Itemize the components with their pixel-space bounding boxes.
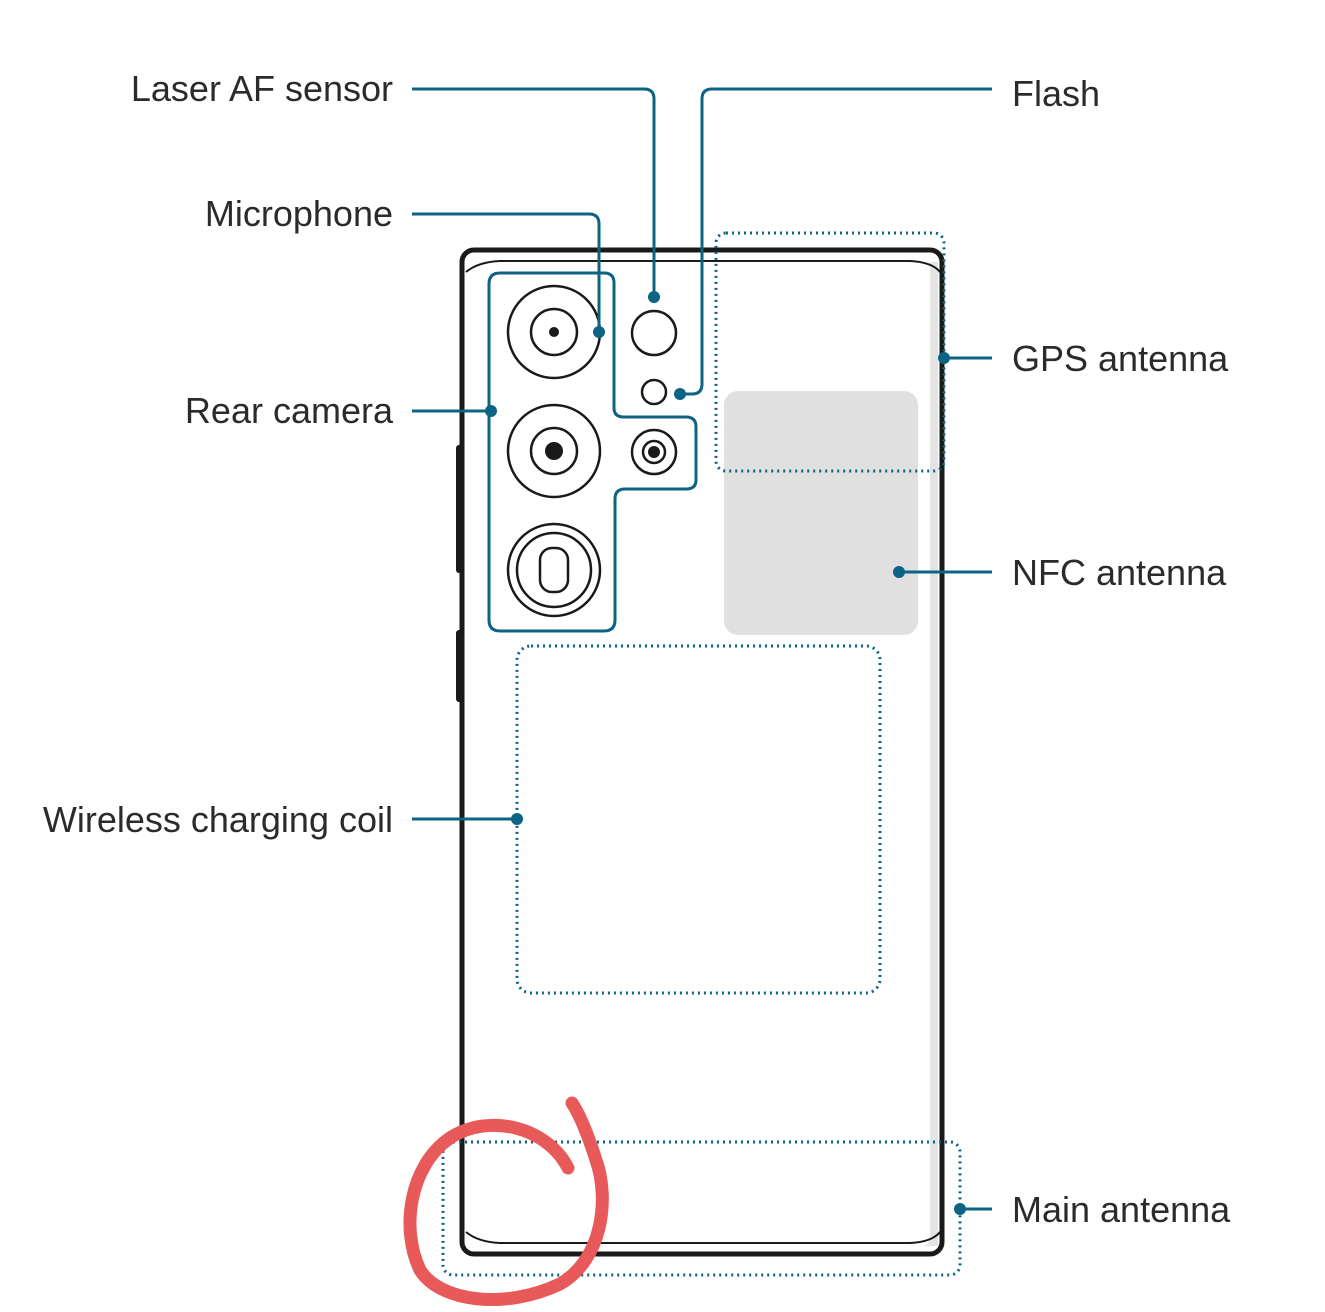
lens-periscope bbox=[506, 522, 602, 618]
label-laser-af-sensor: Laser AF sensor bbox=[131, 68, 393, 109]
camera-module-outline bbox=[487, 271, 698, 633]
leader-dots bbox=[485, 291, 966, 1215]
wireless-charging-coil-area bbox=[515, 644, 882, 995]
dot-nfc-antenna bbox=[893, 566, 905, 578]
dot-flash bbox=[674, 388, 686, 400]
label-wireless-charging-coil: Wireless charging coil bbox=[43, 799, 393, 840]
phone-right-edge bbox=[924, 262, 938, 1246]
main-antenna-area bbox=[441, 1140, 962, 1277]
label-nfc-antenna: NFC antenna bbox=[1012, 552, 1227, 593]
dot-laser-af-sensor bbox=[648, 291, 660, 303]
dot-wireless-charging-coil bbox=[511, 813, 523, 825]
laser-af-sensor-lens bbox=[630, 309, 678, 357]
red-annotation-circle bbox=[403, 1096, 609, 1306]
leader-microphone bbox=[412, 212, 601, 332]
dot-gps-antenna bbox=[938, 352, 950, 364]
leader-lines bbox=[412, 87, 992, 1211]
gps-antenna-area bbox=[714, 231, 946, 473]
nfc-antenna-area bbox=[724, 391, 918, 635]
label-main-antenna: Main antenna bbox=[1012, 1189, 1231, 1230]
flash-lens bbox=[640, 378, 668, 406]
lens-middle bbox=[506, 403, 602, 499]
label-microphone: Microphone bbox=[205, 193, 393, 234]
label-rear-camera: Rear camera bbox=[185, 390, 394, 431]
label-flash: Flash bbox=[1012, 73, 1100, 114]
dot-main-antenna bbox=[954, 1203, 966, 1215]
leader-laser-af-sensor bbox=[412, 87, 656, 297]
leader-flash bbox=[680, 87, 992, 396]
dot-microphone bbox=[593, 326, 605, 338]
dot-rear-camera bbox=[485, 405, 497, 417]
phone-bottom-contour bbox=[465, 1231, 941, 1244]
small-camera-lens bbox=[630, 428, 678, 476]
phone-top-contour bbox=[465, 260, 941, 273]
label-gps-antenna: GPS antenna bbox=[1012, 338, 1229, 379]
